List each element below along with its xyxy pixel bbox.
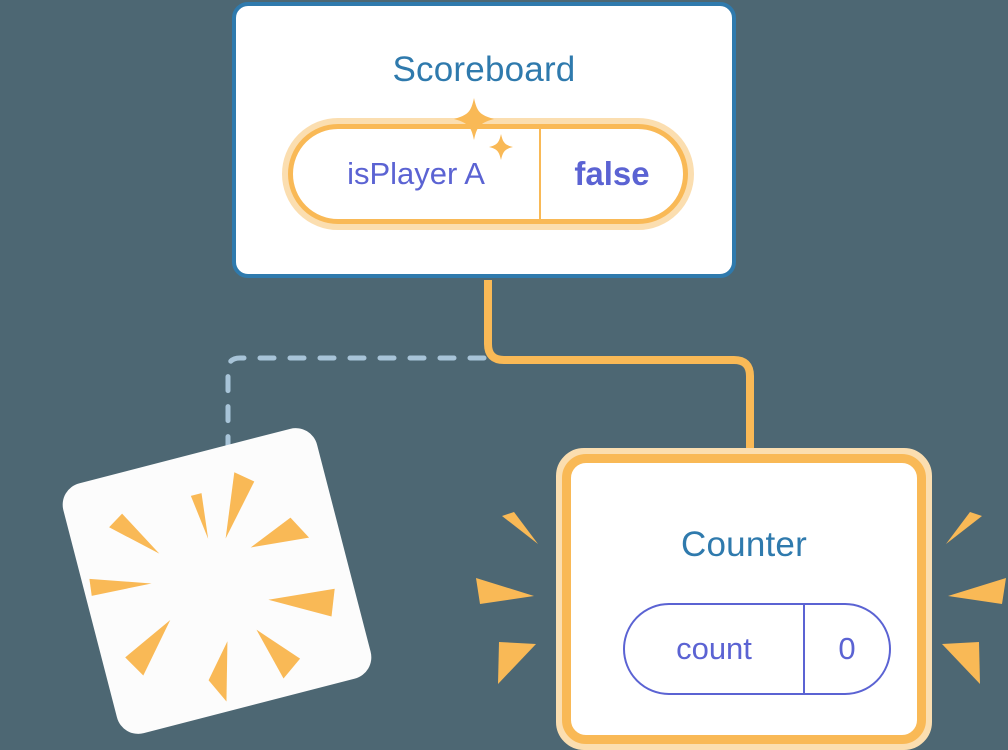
scoreboard-state-key: isPlayer A xyxy=(293,129,541,219)
counter-surface: Counter count 0 xyxy=(562,454,926,744)
counter-state-key: count xyxy=(625,605,805,693)
sparkle-small-icon xyxy=(489,134,513,160)
ghost-card[interactable] xyxy=(57,423,377,739)
node-counter[interactable]: Counter count 0 xyxy=(556,448,932,750)
counter-state-value: 0 xyxy=(838,631,856,666)
counter-title: Counter xyxy=(681,525,807,564)
connector-scoreboard-to-counter xyxy=(484,280,754,468)
scoreboard-title: Scoreboard xyxy=(392,50,576,89)
sparkle-large-icon xyxy=(454,98,494,140)
scoreboard-state-pill[interactable]: isPlayer A false xyxy=(282,118,694,230)
node-scoreboard[interactable]: Scoreboard isPlayer A false xyxy=(232,2,736,278)
scoreboard-state-value: false xyxy=(574,155,650,192)
sparkle-group xyxy=(454,98,513,160)
counter-rays-right xyxy=(942,512,1006,684)
counter-state-pill[interactable]: count 0 xyxy=(623,603,891,695)
burst-rays-icon xyxy=(89,472,335,702)
pill-border: isPlayer A false xyxy=(288,124,688,224)
pill-highlight-glow xyxy=(282,118,694,230)
counter-rays-left xyxy=(476,512,538,684)
